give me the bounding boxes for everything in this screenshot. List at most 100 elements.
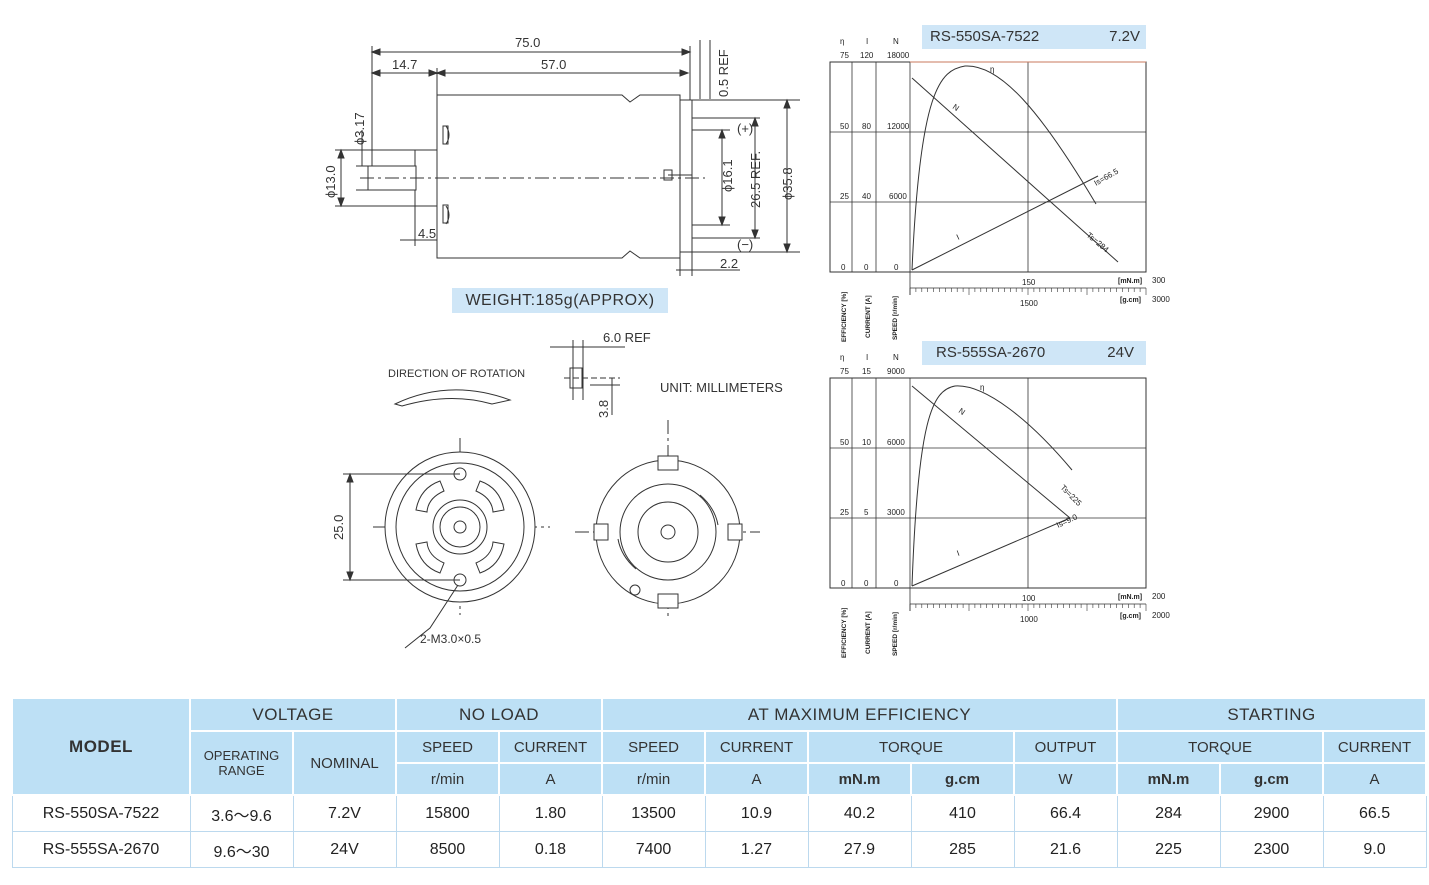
group-max-efficiency: AT MAXIMUM EFFICIENCY	[600, 697, 1119, 732]
row-0-cell: 3.6～9.6	[189, 794, 294, 832]
efficiency-curve	[911, 65, 1097, 271]
unit-maxeff-speed: r/min	[601, 762, 706, 796]
noload-current-header: CURRENT	[498, 730, 603, 764]
unit-starting-torque-mnm: mN.m	[1116, 762, 1222, 796]
side-view	[335, 40, 800, 276]
chart1-cur-tick-2: 40	[862, 192, 871, 201]
chart1-eff-tick-1: 50	[840, 122, 849, 131]
current-line	[911, 175, 1099, 271]
dim-shaft-dia: ϕ3.17	[352, 112, 367, 145]
chart2-curve-label-current: I	[956, 549, 961, 558]
dim-flange-dia: ϕ16.1	[720, 159, 735, 192]
chart1-spd-tick-3: 0	[894, 263, 899, 272]
chart2-model-voltage: 24V	[1107, 344, 1134, 361]
group-no-load: NO LOAD	[395, 697, 603, 732]
speed-line	[911, 77, 1119, 263]
chart2-eff-tick-2: 25	[840, 508, 849, 517]
row-0-cell: 284	[1116, 794, 1221, 832]
chart2-unit-speed: SPEED [r/min]	[892, 612, 899, 656]
chart1-head-speed: N	[893, 37, 899, 46]
chart1-x-max-bottom: 3000	[1152, 295, 1170, 304]
starting-torque-header: TORQUE	[1116, 730, 1325, 764]
plus-terminal-mark: (+)	[737, 121, 753, 136]
chart2-unit-current: CURRENT [A]	[865, 611, 872, 654]
unit-noload-current: A	[498, 762, 603, 796]
unit-starting-torque-gcm: g.cm	[1219, 762, 1325, 796]
unit-label: UNIT: MILLIMETERS	[660, 380, 783, 395]
table-row: RS-555SA-2670 9.6～30 24V 8500 0.18 7400 …	[11, 831, 1427, 868]
chart1-model-tag: RS-550SA-7522 7.2V	[922, 25, 1146, 49]
row-0-cell: 1.80	[498, 794, 603, 832]
row-0-cell: 10.9	[704, 794, 809, 832]
nominal-header: NOMINAL	[292, 730, 397, 796]
maxeff-output-header: OUTPUT	[1012, 730, 1119, 764]
chart1-head-eff: η	[840, 37, 844, 46]
minus-terminal-mark: (−)	[737, 237, 753, 252]
performance-chart-rs555: η I N 75 50 25 0 15 10 5 0 9000 6000 300…	[829, 353, 1170, 658]
dim-terminal-pitch: 26.5 REF.	[748, 151, 763, 208]
chart2-spd-tick-2: 3000	[887, 508, 905, 517]
chart2-unit-eff: EFFICIENCY [%]	[841, 608, 848, 658]
chart2-head-current: I	[866, 353, 868, 362]
chart2-x-tick-bottom: 1000	[1020, 615, 1038, 624]
chart1-spd-tick-1: 12000	[887, 122, 910, 131]
row-1-cell: 8500	[395, 831, 500, 868]
chart2-x-max-top: 200	[1152, 592, 1166, 601]
row-1-cell: 285	[910, 831, 1015, 868]
chart2-curve-label-speed: N	[957, 406, 967, 417]
group-starting: STARTING	[1116, 697, 1428, 732]
row-0-cell: 13500	[601, 794, 706, 832]
chart2-x-unit-bottom: [g.cm]	[1120, 613, 1141, 620]
dim-boss-dia: ϕ13.0	[323, 165, 338, 198]
efficiency-curve	[911, 385, 1073, 587]
chart1-eff-tick-3: 0	[841, 263, 846, 272]
performance-chart-rs550: η I N 75 50 25 0 120 80 40 0 18000 12000…	[829, 37, 1170, 342]
spec-table: MODEL VOLTAGE NO LOAD AT MAXIMUM EFFICIE…	[11, 697, 1428, 868]
chart1-eff-tick-2: 25	[840, 192, 849, 201]
unit-starting-current: A	[1322, 762, 1428, 796]
rotation-arrow	[393, 389, 512, 407]
dim-terminal-ref: 6.0 REF	[603, 330, 651, 345]
row-0-cell: 7.2V	[292, 794, 397, 832]
front-view	[343, 438, 550, 649]
row-0-cell: 2900	[1219, 794, 1324, 832]
group-voltage: VOLTAGE	[189, 697, 397, 732]
chart1-model-name: RS-550SA-7522	[930, 28, 1040, 45]
chart2-head-eff: η	[840, 353, 844, 362]
row-1-cell: 21.6	[1013, 831, 1118, 868]
chart2-eff-tick-0: 75	[840, 367, 849, 376]
chart1-eff-tick-0: 75	[840, 51, 849, 60]
chart1-model-voltage: 7.2V	[1109, 28, 1140, 45]
chart2-cur-tick-2: 5	[864, 508, 869, 517]
dim-boss-len: 4.5	[418, 226, 436, 241]
row-0-cell: 15800	[395, 794, 500, 832]
chart2-spd-tick-1: 6000	[887, 438, 905, 447]
row-0-cell: 410	[910, 794, 1015, 832]
terminal-detail	[550, 340, 625, 415]
chart1-curve-label-current: I	[955, 233, 961, 242]
dim-screw-holes: 2-M3.0×0.5	[420, 632, 481, 646]
row-1-cell: 9.6～30	[189, 831, 294, 868]
chart1-head-current: I	[866, 37, 868, 46]
chart2-x-unit-top: [mN.m]	[1118, 594, 1142, 601]
chart2-cur-tick-1: 10	[862, 438, 871, 447]
noload-speed-header: SPEED	[395, 730, 500, 764]
maxeff-speed-header: SPEED	[601, 730, 706, 764]
model-header: MODEL	[11, 697, 191, 796]
chart1-unit-speed: SPEED [r/min]	[892, 296, 899, 340]
dim-hole-pitch: 25.0	[331, 515, 346, 540]
row-1-cell: 7400	[601, 831, 706, 868]
unit-noload-speed: r/min	[395, 762, 500, 796]
dim-shaft-length: 14.7	[392, 57, 417, 72]
chart1-unit-current: CURRENT [A]	[865, 295, 872, 338]
rear-view	[575, 420, 760, 620]
chart2-x-max-bottom: 2000	[1152, 611, 1170, 620]
unit-maxeff-output: W	[1012, 762, 1119, 796]
row-0-model: RS-550SA-7522	[11, 794, 191, 832]
dim-body-dia: ϕ35.8	[780, 167, 795, 200]
row-0-cell: 66.5	[1322, 794, 1427, 832]
chart2-cur-tick-0: 15	[862, 367, 871, 376]
dim-overall-length: 75.0	[515, 35, 540, 50]
row-0-cell: 40.2	[807, 794, 912, 832]
chart1-curve-label-eff: η	[990, 65, 994, 74]
